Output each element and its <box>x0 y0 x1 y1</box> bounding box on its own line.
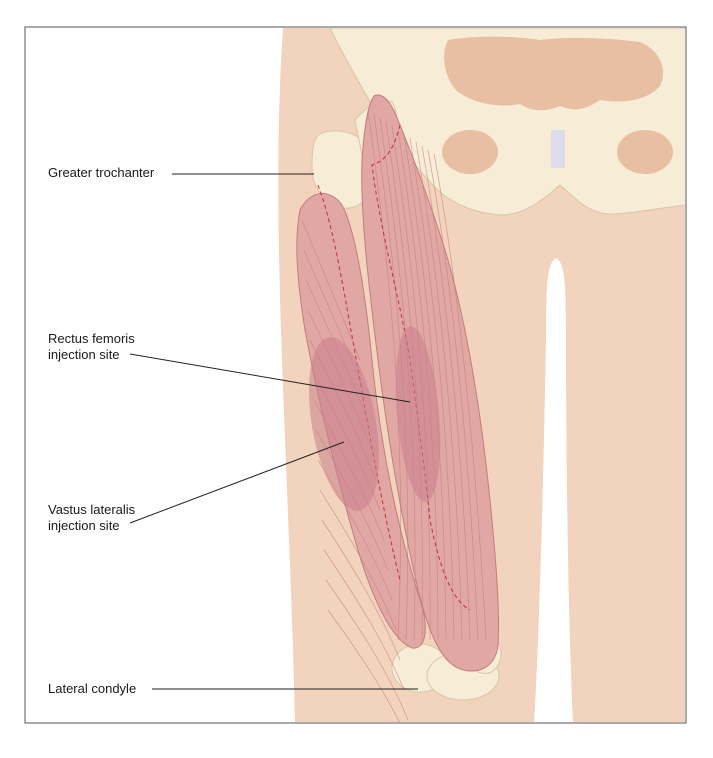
leader-vastus-lateralis <box>129 441 345 524</box>
label-lateral-condyle: Lateral condyle <box>48 681 137 696</box>
pubic-symphysis <box>551 130 565 168</box>
muscle-fiber-line <box>325 579 409 721</box>
muscle-fiber-line <box>415 141 463 641</box>
muscle-fiber-line <box>427 149 479 641</box>
muscle-fiber-line <box>403 133 447 641</box>
sacrum <box>444 36 664 111</box>
label-vastus-lateralis: Vastus lateralis injection site <box>48 502 136 533</box>
label-rectus-femoris: Rectus femoris injection site <box>48 331 135 362</box>
muscle-fiber-line <box>421 145 471 641</box>
leader-rectus-femoris <box>129 353 411 403</box>
muscle-fiber-line <box>319 489 397 631</box>
rectus-femoris-injection-site <box>395 326 441 502</box>
obturator-foramen-left <box>442 130 498 174</box>
muscle-fiber-line <box>409 137 455 641</box>
muscle-fiber-line <box>327 609 400 722</box>
muscle-fiber-line <box>433 153 487 641</box>
muscle-fiber-line <box>367 109 401 641</box>
vastus-lateralis-injection-site <box>308 337 380 511</box>
obturator-foramen-right <box>617 130 673 174</box>
label-greater-trochanter: Greater trochanter <box>48 165 155 180</box>
muscle-fiber-line <box>323 549 405 691</box>
dashed-path-medial <box>371 124 471 611</box>
muscle-fiber-line <box>321 519 401 661</box>
